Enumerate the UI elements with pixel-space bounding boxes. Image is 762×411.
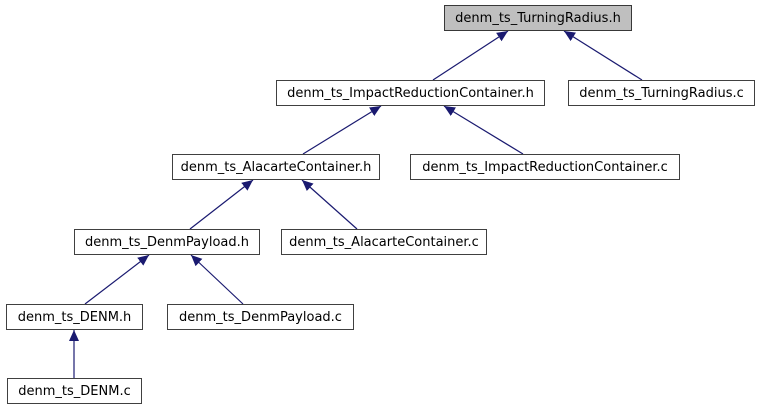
edge-denm-payload-h-to-alacarte-container-h	[189, 179, 254, 230]
graph-node-denm-payload-h[interactable]: denm_ts_DenmPayload.h	[74, 229, 260, 255]
graph-node-denm-c[interactable]: denm_ts_DENM.c	[7, 378, 142, 404]
edge-alacarte-container-h-to-impact-reduction-container-h	[302, 105, 382, 155]
graph-node-denm-h[interactable]: denm_ts_DENM.h	[6, 304, 143, 330]
edge-impact-reduction-container-c-to-impact-reduction-container-h	[443, 105, 524, 155]
graph-node-impact-reduction-container-h[interactable]: denm_ts_ImpactReductionContainer.h	[276, 80, 545, 106]
graph-node-alacarte-container-h[interactable]: denm_ts_AlacarteContainer.h	[172, 154, 380, 180]
edge-turning-radius-c-to-turning-radius-h	[563, 30, 643, 81]
graph-node-turning-radius-h: denm_ts_TurningRadius.h	[444, 5, 632, 31]
graph-node-alacarte-container-c[interactable]: denm_ts_AlacarteContainer.c	[281, 229, 487, 255]
edge-alacarte-container-c-to-alacarte-container-h	[301, 179, 358, 230]
edge-impact-reduction-container-h-to-turning-radius-h	[432, 30, 509, 81]
edge-group	[69, 30, 643, 378]
graph-node-denm-payload-c[interactable]: denm_ts_DenmPayload.c	[167, 304, 354, 330]
graph-node-impact-reduction-container-c[interactable]: denm_ts_ImpactReductionContainer.c	[410, 154, 680, 180]
edge-denm-payload-c-to-denm-payload-h	[190, 254, 244, 305]
graph-node-turning-radius-c[interactable]: denm_ts_TurningRadius.c	[568, 80, 755, 106]
edge-denm-h-to-denm-payload-h	[84, 254, 150, 305]
